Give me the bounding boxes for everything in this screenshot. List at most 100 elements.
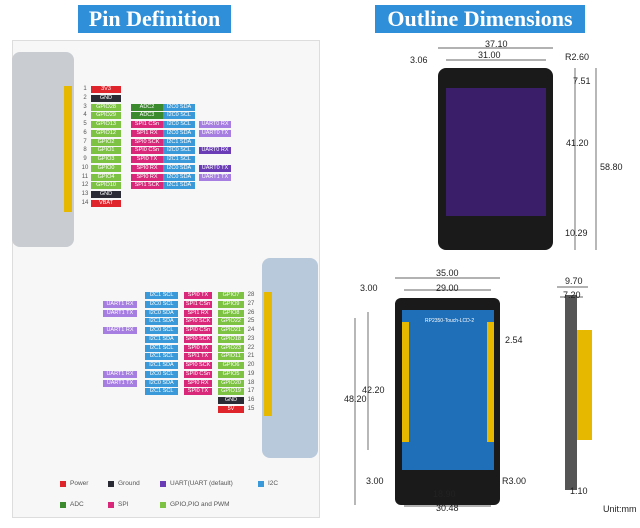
pin-label-i2c: I2C1 SDA (145, 318, 178, 326)
pin-label-spi: SPI1 SCK (131, 182, 163, 190)
legend-label: Power (70, 480, 89, 487)
pin-label-spi: SPI0 SCK (131, 138, 163, 146)
pin-label-spi: SPI1 RX (184, 309, 212, 317)
pin-number: 13 (81, 191, 89, 197)
pin-label-i2c: I2C1 SDA (145, 335, 178, 343)
pin-label-i2c: I2C1 SDA (163, 138, 195, 146)
pin-number: 7 (83, 138, 87, 145)
pin-number: 16 (247, 397, 255, 404)
pin-label-gpio: GPIO21 (218, 327, 244, 335)
pin-label-uart_default: UART0 TX (199, 164, 231, 172)
pin-label-spi: SPI0 CSn (131, 147, 163, 155)
pin-number: 12 (81, 182, 89, 189)
pin-label-i2c: I2C1 SCL (163, 156, 195, 163)
pin-label-uart: UART1 RX (103, 300, 137, 308)
legend-swatch (60, 501, 66, 508)
pin-label-i2c: I2C0 SDA (163, 103, 195, 111)
pin-label-uart: UART1 TX (103, 309, 137, 317)
pin-number: 2 (83, 94, 87, 101)
pin-label-gpio: GPIO9 (218, 300, 244, 308)
pin-number: 17 (247, 388, 255, 395)
legend-item: Ground (108, 480, 140, 487)
svg-text:35.00: 35.00 (436, 268, 459, 278)
pin-number: 20 (247, 362, 255, 369)
svg-text:42.20: 42.20 (362, 385, 385, 395)
pin-label-gpio: GPIO6 (218, 362, 244, 370)
side-view (565, 295, 577, 490)
pin-number: 15 (247, 406, 255, 412)
svg-text:3.06: 3.06 (410, 55, 428, 65)
pin-number: 8 (83, 147, 87, 154)
board-label: RP2350-Touch-LCD-2 (425, 318, 474, 324)
svg-text:18.90: 18.90 (433, 489, 456, 499)
pin-label-gpio: GPIO22 (218, 318, 244, 326)
svg-text:30.48: 30.48 (436, 503, 459, 513)
pin-label-i2c: I2C0 SCL (145, 300, 178, 308)
pin-label-i2c: I2C0 SCL (163, 121, 195, 128)
board-image-top (12, 52, 74, 247)
svg-text:2.54: 2.54 (505, 335, 523, 345)
pin-label-gpio: GPIO2 (91, 138, 121, 146)
legend-swatch (108, 480, 114, 487)
pin-number: 22 (247, 344, 255, 351)
pin-label-uart: UART0 TX (199, 129, 231, 137)
pin-label-spi: SPI0 TX (184, 292, 212, 299)
legend-swatch (108, 501, 114, 508)
pin-label-spi: SPI1 CSn (131, 121, 163, 128)
pin-label-i2c: I2C0 SCL (163, 112, 195, 120)
pin-number: 26 (247, 309, 255, 316)
legend-label: SPI (118, 501, 129, 508)
pin-label-i2c: I2C0 SDA (163, 173, 195, 181)
pin-label-power: 3V3 (91, 86, 121, 93)
legend-swatch (160, 501, 166, 508)
pin-header-bottom (264, 292, 272, 416)
pin-label-uart: UART1 TX (199, 173, 231, 181)
pin-label-spi: SPI0 SCK (184, 335, 212, 343)
pin-label-spi: SPI0 RX (131, 173, 163, 181)
pin-number: 21 (247, 353, 255, 360)
pin-number: 4 (83, 112, 87, 119)
pin-label-spi: SPI0 RX (184, 379, 212, 387)
pin-label-i2c: I2C1 SCL (145, 388, 178, 396)
pin-label-ground: GND (91, 191, 121, 198)
svg-text:1.10: 1.10 (570, 486, 588, 496)
pin-number: 1 (83, 86, 87, 92)
pin-number: 10 (81, 164, 89, 171)
pin-number: 18 (247, 379, 255, 386)
svg-text:3.00: 3.00 (366, 476, 384, 486)
pin-label-gpio: GPIO13 (91, 121, 121, 128)
svg-text:37.10: 37.10 (485, 39, 508, 49)
svg-text:48.20: 48.20 (344, 394, 367, 404)
pin-label-spi: SPI0 TX (131, 156, 163, 163)
pin-label-spi: SPI0 CSn (184, 327, 212, 335)
legend-swatch (258, 480, 264, 487)
pin-label-uart: UART1 TX (103, 379, 137, 387)
svg-text:29.00: 29.00 (436, 283, 459, 293)
board-pcb (402, 310, 494, 470)
pin-label-gpio: GPIO20 (218, 379, 244, 387)
pin-label-uart: UART1 RX (103, 327, 137, 335)
legend-item: ADC (60, 501, 84, 508)
pin-label-gpio: GPIO11 (218, 353, 244, 361)
pin-definition-title: Pin Definition (78, 5, 231, 33)
legend-label: GPIO,PIO and PWM (170, 501, 230, 508)
pin-label-ground: GND (91, 94, 121, 102)
outline-dimensions-title: Outline Dimensions (375, 5, 585, 33)
pin-label-gpio: GPIO8 (218, 309, 244, 317)
pin-label-gpio: GPIO23 (218, 344, 244, 352)
pin-label-gpio: GPIO28 (91, 103, 121, 111)
lcd-screen (446, 88, 546, 216)
pin-label-i2c: I2C0 SCL (145, 370, 178, 378)
pin-header-top (64, 86, 72, 212)
pin-label-i2c: I2C0 SDA (163, 129, 195, 137)
svg-text:31.00: 31.00 (478, 50, 501, 60)
legend-label: ADC (70, 501, 84, 508)
legend-item: I2C (258, 480, 278, 487)
pin-number: 5 (83, 121, 87, 127)
pin-label-gpio: GPIO10 (91, 182, 121, 190)
pin-label-gpio: GPIO29 (91, 112, 121, 120)
pin-label-gpio: GPIO12 (91, 129, 121, 137)
svg-text:9.70: 9.70 (565, 276, 583, 286)
pin-label-gpio: GPIO0 (91, 164, 121, 172)
